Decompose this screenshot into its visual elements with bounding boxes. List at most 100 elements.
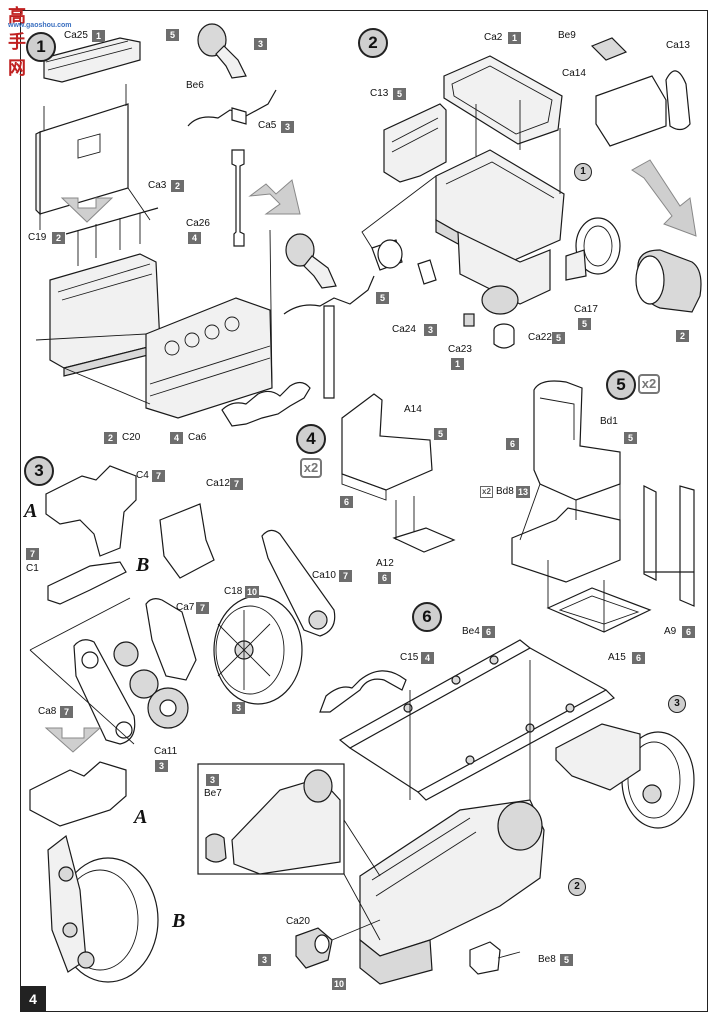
label-be7: Be7 — [204, 788, 222, 799]
step1-drawing — [35, 23, 375, 427]
sub-label-a-assembled: A — [134, 806, 148, 828]
label-ca22: Ca22 — [528, 332, 552, 343]
label-be4: Be4 — [462, 626, 480, 637]
part-ca25-shape — [43, 37, 141, 83]
ref-marker-3: 3 — [668, 695, 686, 713]
qty-ca5: 3 — [281, 121, 294, 133]
label-ca7: Ca7 — [176, 602, 195, 613]
step2-diag-arrow — [631, 159, 697, 237]
sub-label-b-assembled: B — [172, 910, 186, 932]
label-ca8: Ca8 — [38, 706, 57, 717]
qty-bd8: 13 — [516, 486, 531, 498]
qty-ca23: 1 — [451, 358, 464, 370]
part-c4-shape — [45, 465, 137, 557]
ref-marker-1: 1 — [574, 163, 592, 181]
part-ca6-shape — [221, 381, 311, 427]
qty-c15: 4 — [421, 652, 434, 664]
part-be9-shape — [590, 37, 628, 61]
label-c15: C15 — [400, 652, 419, 663]
step-4-multiplier: x2 — [300, 458, 322, 478]
step-4-marker: 4 — [296, 424, 326, 454]
step5-drawing — [511, 380, 695, 633]
part-ca26-shape — [231, 149, 245, 247]
qty-ca6: 4 — [170, 432, 183, 444]
ref-marker-2: 2 — [568, 878, 586, 896]
label-ca10: Ca10 — [312, 570, 336, 581]
qty-c18: 10 — [245, 586, 260, 598]
label-ca13: Ca13 — [666, 40, 690, 51]
part-a15-shape — [546, 587, 652, 633]
part-ca2-shape — [443, 55, 563, 145]
label-bd1: Bd1 — [600, 416, 618, 427]
qty-ca2: 1 — [508, 32, 521, 44]
part-ca7-shape — [145, 598, 197, 681]
step-5-marker: 5 — [606, 370, 636, 400]
qty-ca20-second: 10 — [332, 978, 347, 990]
watermark-url-text: www.gaoshou.com — [8, 22, 72, 29]
part-ca14-shape — [595, 75, 667, 147]
qty-ca20: 3 — [258, 954, 271, 966]
label-ca25: Ca25 — [64, 30, 88, 41]
label-ca2: Ca2 — [484, 32, 503, 43]
watermark-chinese-text: 高手网 — [8, 6, 28, 78]
step6-drawing — [197, 639, 695, 985]
label-c20: C20 — [122, 432, 141, 443]
qty-ca24: 3 — [424, 324, 437, 336]
step1-diag-arrow — [248, 179, 301, 215]
part-gear1-shape — [113, 641, 139, 667]
label-c1: C1 — [26, 563, 39, 574]
part-c1-shape — [47, 561, 127, 605]
qty-ca8: 7 — [60, 706, 73, 718]
label-a14: A14 — [404, 404, 422, 415]
label-a12: A12 — [376, 558, 394, 569]
step2-drawing — [361, 37, 702, 349]
sub-label-b: B — [136, 554, 150, 576]
qty-ca12: 7 — [230, 478, 243, 490]
qty-c19: 2 — [52, 232, 65, 244]
part-c13-shape — [383, 103, 447, 183]
part-be8-shape — [469, 941, 501, 975]
label-c19: C19 — [28, 232, 47, 243]
step-1-marker: 1 — [26, 32, 56, 62]
label-ca23: Ca23 — [448, 344, 472, 355]
part-be6-shape — [197, 23, 227, 57]
qty-bd1: 5 — [624, 432, 637, 444]
qty-a9: 6 — [682, 626, 695, 638]
label-bd8: Bd8 — [496, 486, 514, 497]
part-a9-shape — [643, 485, 695, 607]
qty-c13: 5 — [393, 88, 406, 100]
part-c15-shape — [319, 670, 407, 713]
qty-step2-left: 5 — [376, 292, 389, 304]
part-ca12-shape — [159, 503, 215, 579]
qty-step1-top: 3 — [254, 38, 267, 50]
label-c13: C13 — [370, 88, 389, 99]
label-ca20: Ca20 — [286, 916, 310, 927]
part-ca17-shape — [575, 217, 621, 275]
step4-drawing — [341, 393, 456, 553]
sub-label-a: A — [24, 500, 38, 522]
label-ca6: Ca6 — [188, 432, 207, 443]
qty-ca17: 5 — [578, 318, 591, 330]
step1-down-arrow — [60, 197, 114, 223]
part-ca10-shape — [261, 529, 336, 637]
qty-step5-left: 6 — [506, 438, 519, 450]
label-c18: C18 — [224, 586, 243, 597]
label-a9: A9 — [664, 626, 677, 637]
qty-be7: 3 — [206, 774, 219, 786]
mult-bd8: x2 — [480, 486, 493, 498]
label-ca26: Ca26 — [186, 218, 210, 229]
qty-ca11: 3 — [155, 760, 168, 772]
step-5-multiplier: x2 — [638, 374, 660, 394]
step3-drawing — [29, 465, 336, 983]
qty-a14: 5 — [434, 428, 447, 440]
step-6-marker: 6 — [412, 602, 442, 632]
qty-step2-right: 2 — [676, 330, 689, 342]
label-ca14: Ca14 — [562, 68, 586, 79]
qty-ca10: 7 — [339, 570, 352, 582]
label-ca11: Ca11 — [154, 746, 178, 757]
label-c4: C4 — [136, 470, 149, 481]
label-ca24: Ca24 — [392, 324, 416, 335]
page-frame — [20, 10, 708, 1012]
